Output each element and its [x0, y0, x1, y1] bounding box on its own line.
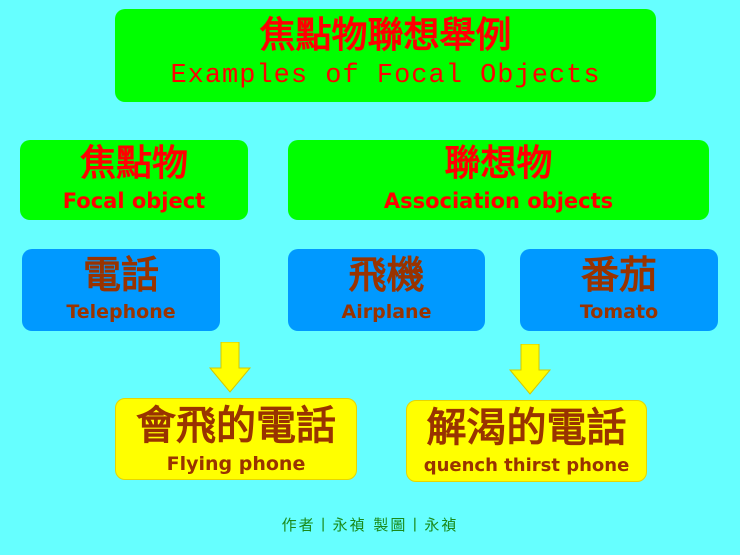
item-airplane-en: Airplane	[341, 301, 432, 323]
item-tomato-zh: 番茄	[580, 253, 657, 297]
item-tomato-en: Tomato	[579, 301, 659, 323]
item-telephone-en: Telephone	[66, 301, 176, 323]
credit-line: 作者丨永禎 製圖丨永禎	[281, 516, 459, 534]
down-arrow-icon	[208, 342, 252, 393]
focal-header-zh: 焦點物	[79, 143, 188, 184]
down-arrow-icon	[508, 344, 552, 395]
result-quench-thirst-phone: 解渴的電話 quench thirst phone	[406, 400, 647, 482]
result-quench-thirst-phone-en: quench thirst phone	[423, 455, 630, 476]
item-telephone-zh: 電話	[82, 253, 159, 297]
result-flying-phone: 會飛的電話 Flying phone	[115, 398, 357, 480]
association-header-en: Association objects	[383, 189, 614, 213]
title-box: 焦點物聯想舉例 Examples of Focal Objects	[115, 9, 656, 102]
item-airplane-zh: 飛機	[348, 253, 425, 297]
title-zh: 焦點物聯想舉例	[259, 15, 512, 56]
association-header-zh: 聯想物	[444, 143, 553, 184]
item-airplane: 飛機 Airplane	[288, 249, 485, 331]
result-flying-phone-en: Flying phone	[166, 453, 306, 475]
result-quench-thirst-phone-zh: 解渴的電話	[426, 405, 627, 451]
result-flying-phone-zh: 會飛的電話	[136, 403, 336, 449]
focal-object-header: 焦點物 Focal object	[20, 140, 248, 220]
item-telephone: 電話 Telephone	[22, 249, 220, 331]
association-objects-header: 聯想物 Association objects	[288, 140, 709, 220]
item-tomato: 番茄 Tomato	[520, 249, 718, 331]
focal-header-en: Focal object	[62, 189, 206, 213]
title-en: Examples of Focal Objects	[170, 61, 601, 91]
